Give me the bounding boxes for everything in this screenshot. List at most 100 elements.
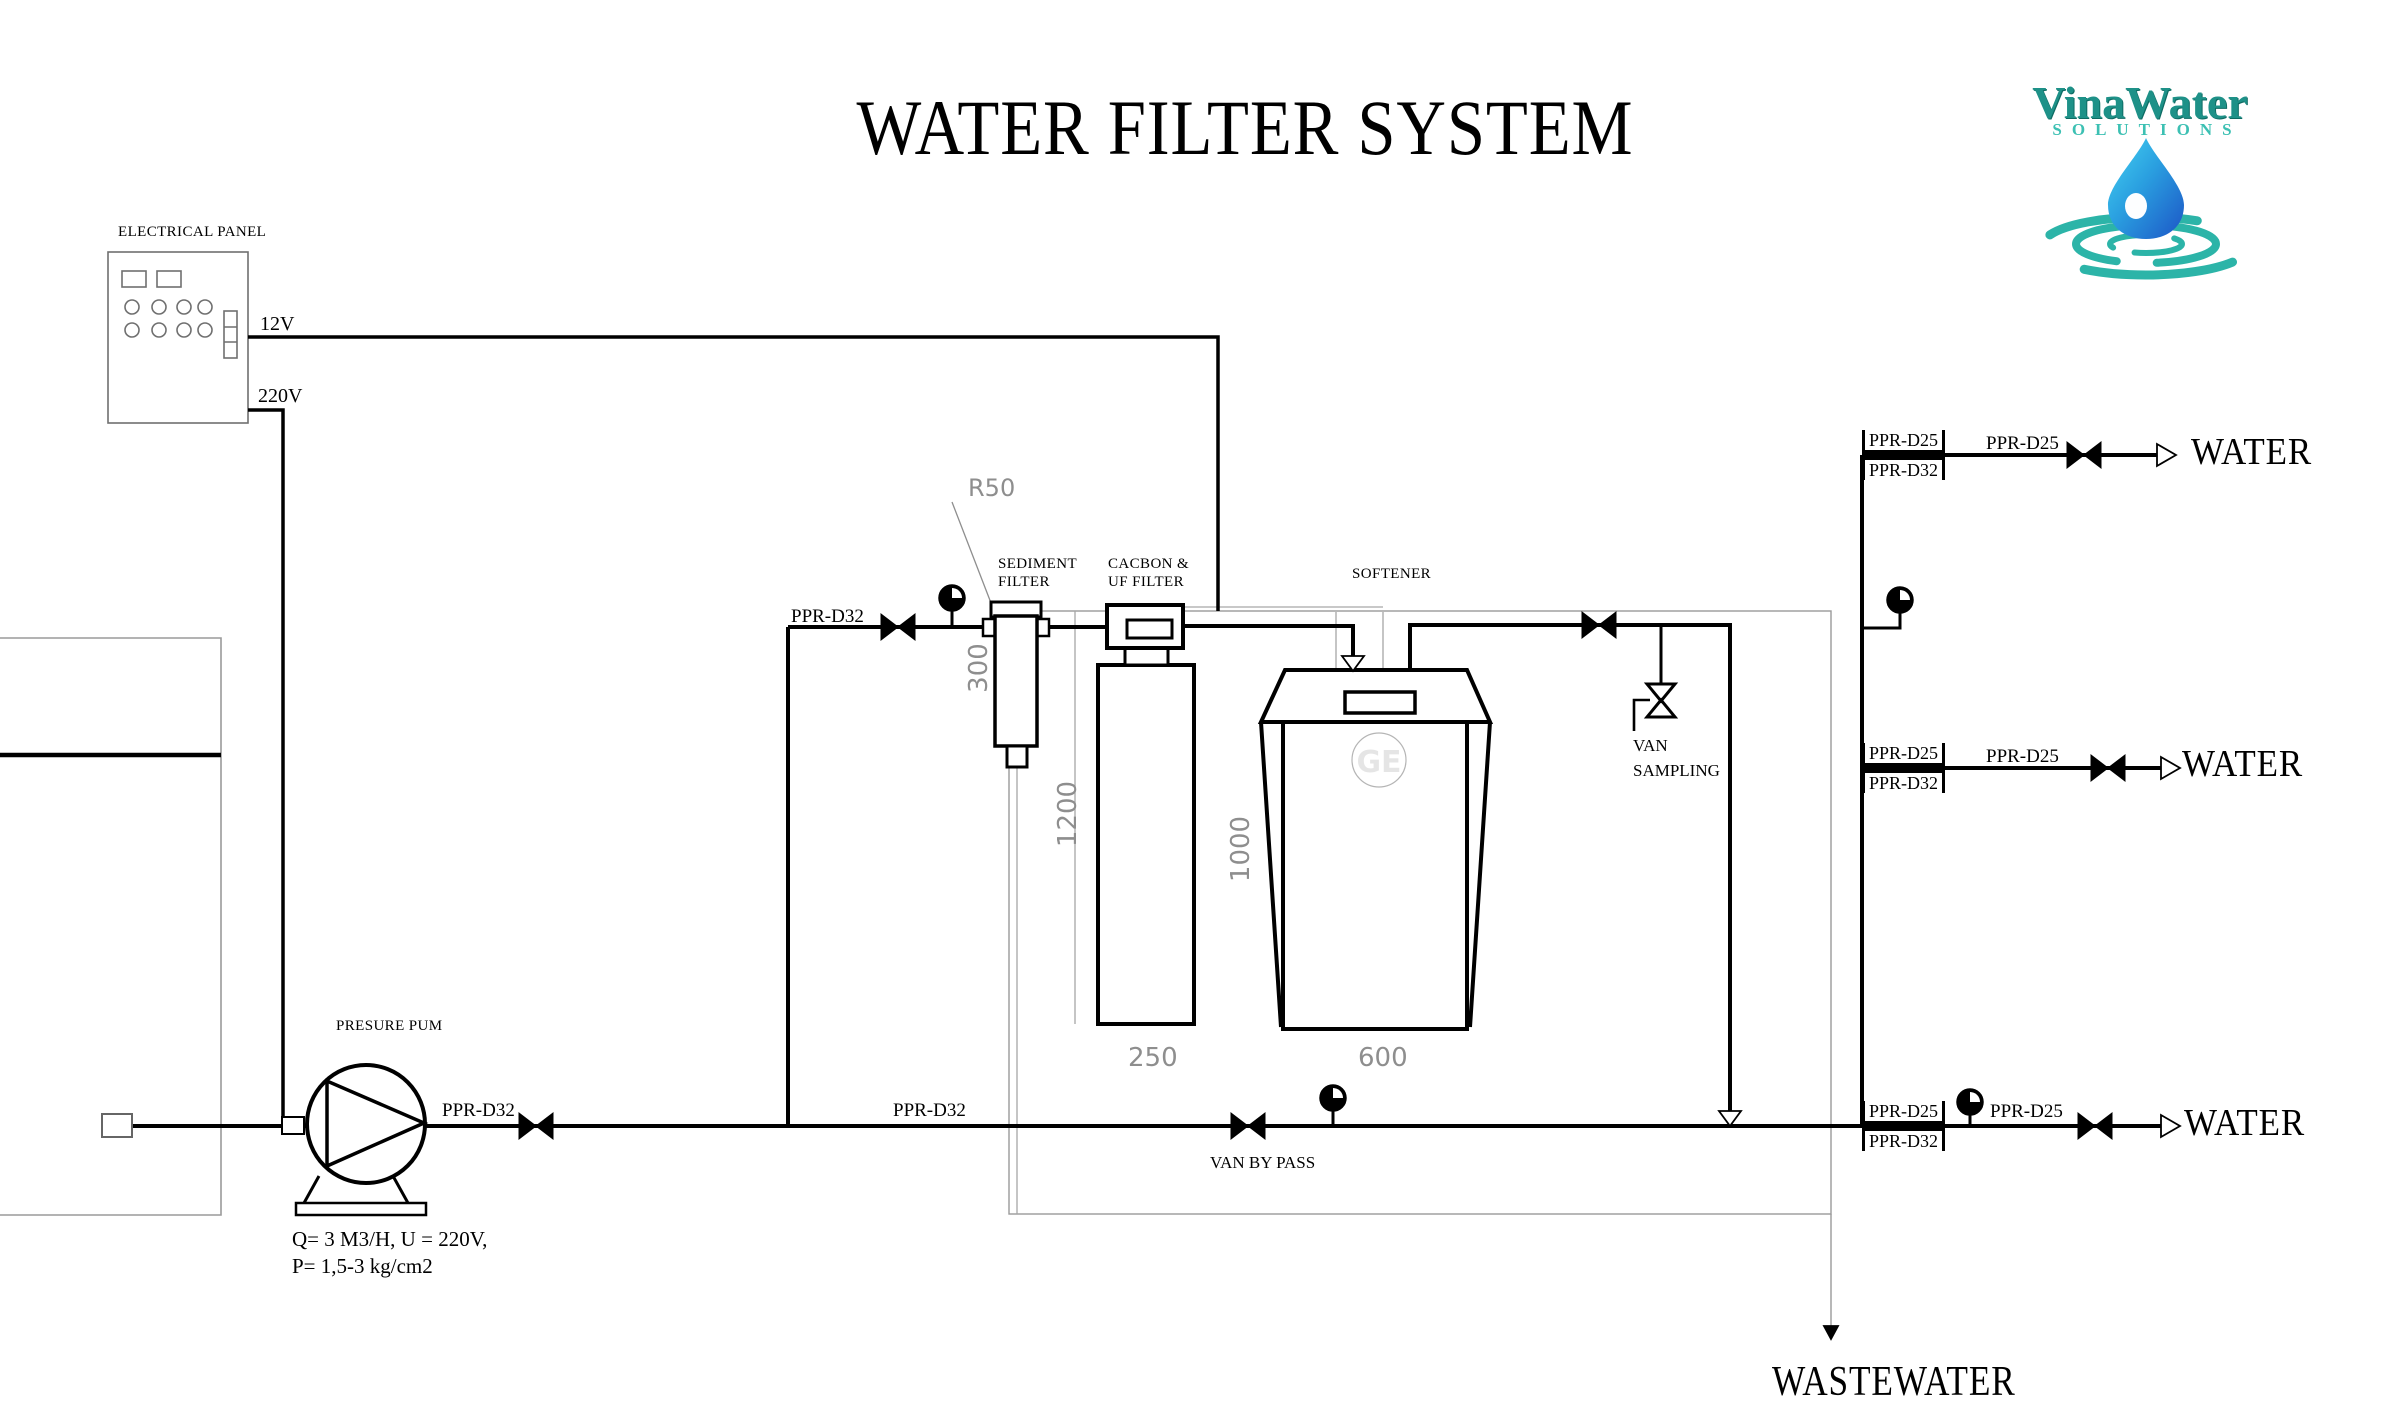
softener-label: SOFTENER bbox=[1352, 566, 1432, 582]
pump-impeller-triangle bbox=[325, 1078, 429, 1169]
manifold-gauge-stem bbox=[1864, 613, 1902, 630]
bypass-valve-label: VAN BY PASS bbox=[1210, 1153, 1316, 1172]
carbon-neck bbox=[1123, 646, 1170, 667]
valve-softener-outlet bbox=[1581, 610, 1617, 640]
sampling-label-1: VAN bbox=[1633, 736, 1668, 755]
sediment-filter-unit bbox=[981, 600, 1051, 769]
carbon-tank bbox=[1096, 663, 1196, 1026]
softener-inlet-arrow bbox=[1340, 655, 1366, 673]
pump-power-junction bbox=[281, 1116, 305, 1135]
gauge-water-3 bbox=[1956, 1088, 1984, 1116]
dim-600: 600 bbox=[1358, 1043, 1408, 1073]
logo-subtitle-text: SOLUTIONS bbox=[2052, 120, 2242, 139]
carbon-filter-label-2: UF FILTER bbox=[1108, 574, 1184, 590]
pump-casing bbox=[305, 1063, 427, 1185]
junction-label-d25-2: PPR-D25 bbox=[1862, 743, 1946, 768]
panel-lamp bbox=[197, 299, 213, 315]
softener-side-edges bbox=[1259, 721, 1492, 1028]
flow-arrows bbox=[1340, 442, 2182, 1341]
dim-1200: 1200 bbox=[1052, 780, 1083, 848]
junction-label-d32-1: PPR-D32 bbox=[1862, 455, 1946, 480]
r50-note: R50 bbox=[968, 474, 1016, 502]
sediment-body bbox=[993, 614, 1039, 748]
sediment-left-port bbox=[981, 617, 997, 638]
valve-bypass bbox=[1230, 1111, 1266, 1141]
control-lines bbox=[951, 501, 1384, 1214]
valve-water-2 bbox=[2090, 753, 2126, 783]
valve-sediment-inlet bbox=[880, 612, 916, 642]
dim-1000: 1000 bbox=[1225, 815, 1256, 883]
water-outlet-label-3: WATER bbox=[2184, 1102, 2306, 1144]
pump-legs bbox=[302, 1175, 410, 1204]
panel-switch-2 bbox=[156, 270, 182, 288]
wastewater-arrow bbox=[1822, 1325, 1840, 1341]
wire-220v bbox=[248, 408, 285, 1126]
water-outlet-label-1: WATER bbox=[2191, 431, 2313, 473]
system-enclosure bbox=[1008, 610, 1832, 1326]
carbon-filter-label-1: CACBON & bbox=[1108, 556, 1190, 572]
pipe-label-pump-outlet: PPR-D32 bbox=[442, 1100, 515, 1121]
sampling-label-2: SAMPLING bbox=[1633, 761, 1720, 780]
pipe-label-filter-inlet: PPR-D32 bbox=[791, 606, 864, 627]
pump-base bbox=[294, 1201, 428, 1217]
valves bbox=[518, 440, 2126, 1141]
panel-terminal-block bbox=[223, 310, 238, 359]
softener-outlet-pipe bbox=[1408, 623, 1732, 1111]
logo-graphic bbox=[2037, 138, 2255, 280]
branch-pipe-label-1: PPR-D25 bbox=[1986, 433, 2059, 454]
panel-lamp bbox=[151, 322, 167, 338]
dim-250: 250 bbox=[1128, 1043, 1178, 1073]
logo-water-drop-icon bbox=[2108, 138, 2184, 239]
carbon-head-display bbox=[1125, 618, 1174, 640]
gauge-manifold bbox=[1886, 586, 1914, 614]
sediment-right-port bbox=[1035, 617, 1051, 638]
label-220v: 220V bbox=[258, 385, 303, 407]
gauge-bypass bbox=[1319, 1084, 1347, 1112]
water-arrow-2 bbox=[2160, 755, 2182, 781]
junction-label-d32-3: PPR-D32 bbox=[1862, 1126, 1946, 1151]
logo-brand-text: VinaWater bbox=[2032, 77, 2248, 128]
carbon-uf-filter-unit bbox=[1096, 603, 1196, 1026]
valve-sampling bbox=[1643, 682, 1679, 719]
sampling-tap-pipe bbox=[1632, 698, 1650, 731]
softener-unit bbox=[1257, 668, 1494, 1031]
water-outlet-label-2: WATER bbox=[2182, 743, 2304, 785]
junction-label-d25-1: PPR-D25 bbox=[1862, 430, 1946, 455]
sediment-nozzle bbox=[1005, 744, 1029, 769]
panel-lamp bbox=[124, 299, 140, 315]
panel-lamp bbox=[151, 299, 167, 315]
tank-suction-stub bbox=[101, 1113, 133, 1138]
dim-300: 300 bbox=[963, 643, 994, 693]
pump-spec-line2: P= 1,5-3 kg/cm2 bbox=[292, 1254, 433, 1278]
carbon-to-softener-pipe bbox=[1183, 624, 1355, 657]
sediment-filter-label-1: SEDIMENT bbox=[998, 556, 1078, 572]
junction-label-d32-2: PPR-D32 bbox=[1862, 768, 1946, 793]
junction-label-d25-3: PPR-D25 bbox=[1862, 1101, 1946, 1126]
panel-switch-1 bbox=[121, 270, 147, 288]
sediment-filter-label-2: FILTER bbox=[998, 574, 1050, 590]
valve-water-1 bbox=[2066, 440, 2102, 470]
source-tank bbox=[0, 637, 222, 1216]
wastewater-label: WASTEWATER bbox=[1772, 1359, 2016, 1405]
softener-nameplate bbox=[1343, 690, 1417, 715]
r50-leader-line bbox=[951, 501, 992, 604]
pump-label: PRESURE PUM bbox=[336, 1018, 443, 1034]
pump-spec-line1: Q= 3 M3/H, U = 220V, bbox=[292, 1227, 488, 1251]
electrical-panel-box bbox=[107, 251, 249, 424]
gauge-sediment-inlet bbox=[938, 584, 966, 612]
panel-lamp bbox=[197, 322, 213, 338]
panel-lamp bbox=[176, 322, 192, 338]
wire-12v bbox=[248, 335, 1220, 611]
valve-pump-outlet bbox=[518, 1111, 554, 1141]
page-title: WATER FILTER SYSTEM bbox=[856, 84, 1634, 171]
softener-badge-circle bbox=[1351, 732, 1407, 788]
softener-return-arrow bbox=[1717, 1110, 1743, 1128]
pressure-pump-symbol bbox=[294, 1063, 429, 1217]
label-12v: 12V bbox=[260, 313, 295, 335]
pressure-gauges bbox=[938, 584, 1984, 1116]
softener-badge-text: GE bbox=[1356, 745, 1402, 780]
branch-pipe-label-3: PPR-D25 bbox=[1990, 1101, 2063, 1122]
electrical-panel-label: ELECTRICAL PANEL bbox=[118, 224, 267, 240]
